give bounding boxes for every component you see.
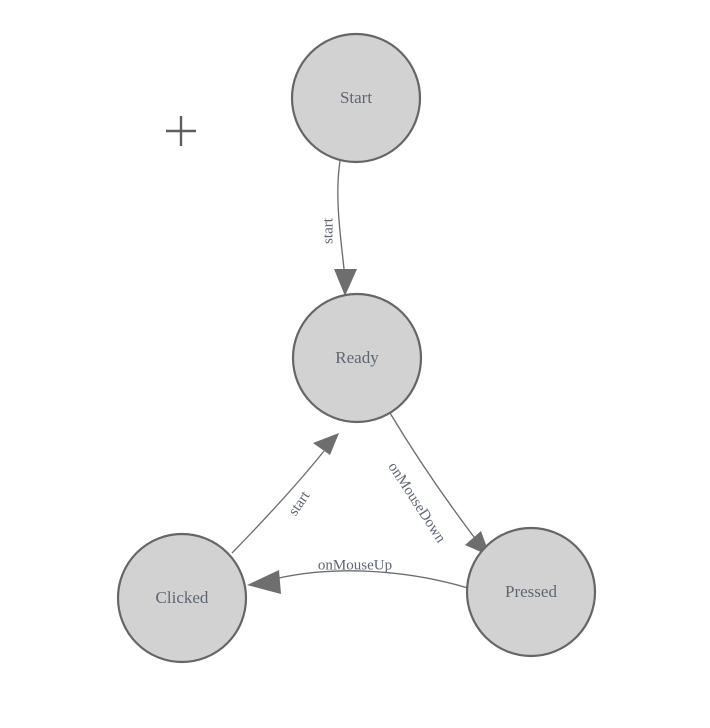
node-circle[interactable] [116, 532, 248, 664]
arrowhead-icon [334, 269, 357, 296]
edge-label-start-to-ready: start [320, 217, 336, 244]
edge-label-ready-to-pressed: onMouseDown [385, 460, 449, 547]
node-circle[interactable] [465, 526, 597, 658]
edge-label-pressed-to-clicked: onMouseUp [318, 557, 392, 573]
edge-start-to-ready[interactable]: start [320, 160, 357, 296]
node-label-pressed: Pressed [505, 582, 557, 601]
node-pressed[interactable]: Pressed [465, 526, 597, 658]
edge-ready-to-pressed[interactable]: onMouseDown [385, 412, 490, 556]
crosshair-icon [166, 116, 196, 146]
arrowhead-icon [313, 433, 339, 455]
edge-path[interactable] [231, 450, 325, 554]
edge-path[interactable] [337, 160, 346, 280]
node-clicked[interactable]: Clicked [116, 532, 248, 664]
node-label-clicked: Clicked [156, 588, 209, 607]
node-label-ready: Ready [335, 348, 379, 367]
node-circle[interactable] [291, 292, 423, 424]
arrowhead-icon [247, 570, 281, 594]
node-start[interactable]: Start [290, 32, 422, 164]
edge-path[interactable] [278, 570, 469, 589]
node-label-start: Start [340, 88, 372, 107]
edge-label-clicked-to-ready: start [286, 488, 314, 519]
node-circle[interactable] [290, 32, 422, 164]
edge-clicked-to-ready[interactable]: start [231, 433, 339, 554]
edge-pressed-to-clicked[interactable]: onMouseUp [247, 557, 469, 594]
edge-path[interactable] [389, 412, 478, 542]
node-ready[interactable]: Ready [291, 292, 423, 424]
nodes-layer: Start Ready Clicked Pressed [116, 32, 597, 664]
